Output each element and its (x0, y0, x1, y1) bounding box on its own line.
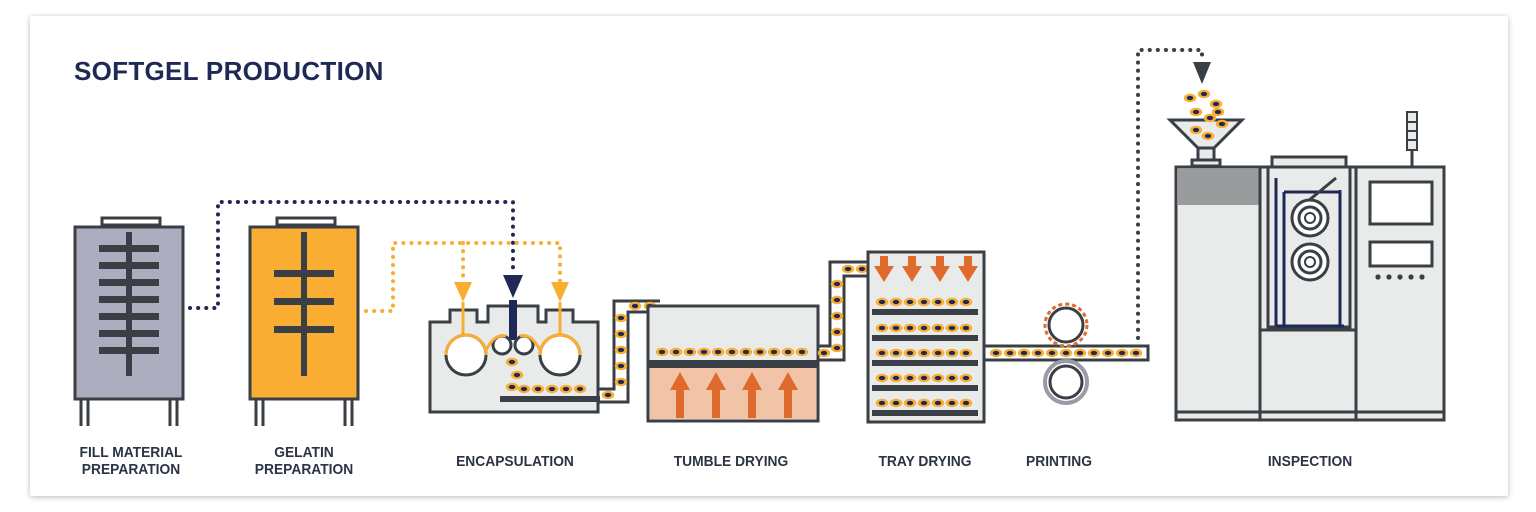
fill-flow-line (188, 200, 515, 310)
inspection-machine-icon (1174, 111, 1446, 422)
gelatin-tank-icon (248, 216, 360, 426)
label-gelatin: GELATIN PREPARATION (254, 444, 354, 478)
label-fill-material: FILL MATERIAL PREPARATION (79, 444, 183, 478)
fill-inlet-arrow-icon (503, 275, 523, 298)
label-tray-drying: TRAY DRYING (878, 453, 972, 470)
gelatin-inlet-arrow-left-icon (454, 282, 472, 302)
inspection-feed-line (1136, 48, 1204, 340)
label-tumble-drying: TUMBLE DRYING (673, 453, 789, 470)
label-inspection: INSPECTION (1267, 453, 1353, 470)
label-encapsulation: ENCAPSULATION (456, 453, 574, 470)
tray-dryer-icon (866, 250, 986, 424)
gelatin-inlet-arrow-right-icon (551, 282, 569, 302)
conveyor-tumble-to-tray (817, 260, 869, 362)
printing-conveyor (982, 344, 1150, 362)
hopper-arrow-icon (1193, 62, 1211, 84)
page-title: SOFTGEL PRODUCTION (74, 56, 384, 86)
hopper-icon (1166, 89, 1246, 168)
label-printing: PRINTING (1026, 453, 1092, 470)
conveyor-encapsulation-to-tumble (598, 299, 660, 404)
fill-tank-icon (73, 216, 185, 426)
encapsulation-machine-icon (428, 300, 600, 414)
gelatin-flow-line (364, 241, 562, 313)
printing-rollers-icon (1043, 302, 1089, 405)
tumble-dryer-icon (646, 304, 820, 423)
